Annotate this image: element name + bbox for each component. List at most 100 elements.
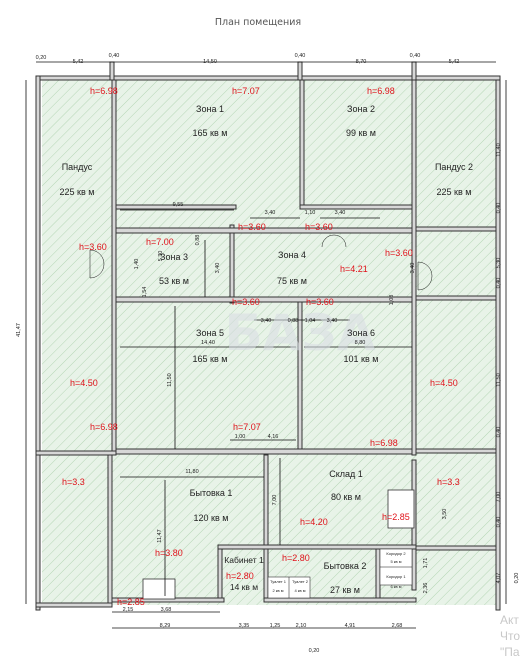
svg-text:2,15: 2,15 [123, 607, 134, 613]
svg-text:3,35: 3,35 [239, 623, 250, 629]
height-label: h=3.60 [305, 222, 333, 232]
zone4-area: 75 кв м [277, 276, 307, 286]
svg-text:1,25: 1,25 [270, 623, 281, 629]
svg-text:0,40: 0,40 [109, 53, 120, 59]
svg-text:0,40: 0,40 [496, 203, 502, 214]
svg-text:0,40: 0,40 [295, 53, 306, 59]
cabin1-area: 120 кв м [194, 513, 229, 523]
svg-text:11,80: 11,80 [185, 469, 198, 475]
svg-text:4,91: 4,91 [345, 623, 356, 629]
height-label: h=4.20 [300, 517, 328, 527]
warehouse1-name: Склад 1 [329, 469, 363, 479]
svg-text:2,36: 2,36 [423, 583, 429, 594]
svg-text:0,20: 0,20 [309, 648, 320, 654]
cabin2-area: 27 кв м [330, 585, 360, 595]
svg-text:5,42: 5,42 [73, 59, 84, 65]
svg-text:Что: Что [500, 629, 520, 643]
height-label: h=2.80 [282, 553, 310, 563]
ramp2-area: 225 кв м [437, 187, 472, 197]
height-label: h=4.50 [70, 378, 98, 388]
svg-text:1,00: 1,00 [235, 434, 246, 440]
top-dimensions: 0,20 5,42 0,40 14,50 0,40 8,70 0,40 5,42 [36, 53, 460, 65]
zone3-area: 53 кв м [159, 276, 189, 286]
svg-text:0,20: 0,20 [36, 55, 47, 61]
zone4-name: Зона 4 [278, 250, 306, 260]
height-label: h=7.07 [232, 86, 260, 96]
svg-text:5,30: 5,30 [496, 258, 502, 269]
svg-text:1,04: 1,04 [305, 318, 316, 324]
height-label: h=3.60 [238, 222, 266, 232]
svg-text:5 кв м: 5 кв м [390, 559, 401, 564]
svg-text:"Па: "Па [500, 645, 520, 659]
height-label: h=3.60 [385, 248, 413, 258]
ramp2-name: Пандус 2 [435, 162, 473, 172]
svg-text:3,40: 3,40 [335, 210, 346, 216]
svg-text:0,40: 0,40 [496, 427, 502, 438]
height-label: h=3.3 [62, 477, 85, 487]
height-label: h=3.80 [155, 548, 183, 558]
svg-text:3,40: 3,40 [215, 263, 221, 274]
height-label: h=6.98 [90, 422, 118, 432]
cabin1-name: Бытовка 1 [190, 488, 233, 498]
ramp1-area: 225 кв м [60, 187, 95, 197]
zone1-area: 165 кв м [193, 128, 228, 138]
svg-text:3,50: 3,50 [442, 509, 448, 520]
height-markers: h=6.98 h=7.07 h=6.98 h=3.60 h=7.00 h=3.6… [62, 86, 460, 607]
inner-dimensions: 9,55 3,40 1,10 3,40 0,88 1,40 5,30 3,40 … [134, 202, 448, 593]
svg-text:2 кв м: 2 кв м [272, 588, 283, 593]
doors [89, 234, 433, 291]
svg-text:3,68: 3,68 [161, 607, 172, 613]
bottom-dimensions: 2,15 3,68 8,29 3,35 1,25 2,10 4,91 2,68 … [123, 607, 403, 654]
svg-text:1,71: 1,71 [423, 558, 429, 569]
plan-title: План помещения [215, 17, 301, 28]
height-label: h=3.3 [437, 477, 460, 487]
svg-text:0,88: 0,88 [288, 318, 299, 324]
zone3-name: Зона 3 [160, 252, 188, 262]
zone6-area: 101 кв м [344, 354, 379, 364]
svg-text:14,50: 14,50 [203, 59, 217, 65]
svg-text:Туалет 1: Туалет 1 [270, 579, 287, 584]
svg-text:0,20: 0,20 [514, 573, 520, 584]
left-dimension: 41,47 [16, 323, 22, 337]
svg-text:Туалет 2: Туалет 2 [292, 579, 309, 584]
svg-text:3,40: 3,40 [261, 318, 272, 324]
svg-text:2,68: 2,68 [392, 623, 403, 629]
svg-text:3,40: 3,40 [410, 263, 416, 274]
zone-labels: Зона 1 165 кв м Зона 2 99 кв м Пандус 22… [60, 104, 474, 595]
svg-text:9,55: 9,55 [173, 202, 184, 208]
svg-text:8,70: 8,70 [356, 59, 367, 65]
zone5-name: Зона 5 [196, 328, 224, 338]
zone5-area: 165 кв м [193, 354, 228, 364]
svg-text:1,40: 1,40 [134, 259, 140, 270]
svg-text:11,47: 11,47 [157, 529, 163, 542]
height-label: h=6.98 [370, 438, 398, 448]
ramp1-name: Пандус [62, 162, 93, 172]
svg-text:4,07: 4,07 [496, 573, 502, 584]
zone6-name: Зона 6 [347, 328, 375, 338]
svg-text:4 кв м: 4 кв м [294, 588, 305, 593]
svg-text:11,50: 11,50 [496, 373, 502, 386]
svg-text:2,10: 2,10 [296, 623, 307, 629]
svg-text:7,00: 7,00 [496, 492, 502, 503]
svg-text:4,16: 4,16 [268, 434, 279, 440]
height-label: h=3.60 [306, 297, 334, 307]
zone2-area: 99 кв м [346, 128, 376, 138]
svg-text:8,80: 8,80 [355, 340, 366, 346]
svg-text:0,40: 0,40 [496, 278, 502, 289]
height-label: h=7.00 [146, 237, 174, 247]
height-label: h=2.85 [117, 597, 145, 607]
svg-text:Коридор 1: Коридор 1 [386, 574, 406, 579]
svg-text:1,10: 1,10 [305, 210, 316, 216]
svg-text:11,50: 11,50 [167, 373, 173, 386]
corner-overlay-text: Акт Что "Па [500, 613, 520, 659]
svg-text:5,42: 5,42 [449, 59, 460, 65]
svg-text:0,88: 0,88 [195, 235, 201, 246]
watermark: БАЗА [224, 304, 375, 362]
svg-text:14,40: 14,40 [201, 340, 215, 346]
svg-text:11,40: 11,40 [496, 143, 502, 156]
office1-name: Кабинет 1 [224, 555, 264, 565]
svg-text:3,40: 3,40 [327, 318, 338, 324]
zone2-name: Зона 2 [347, 104, 375, 114]
right-dimensions: 11,40 0,40 5,30 0,40 11,50 0,40 7,00 0,4… [496, 143, 520, 583]
